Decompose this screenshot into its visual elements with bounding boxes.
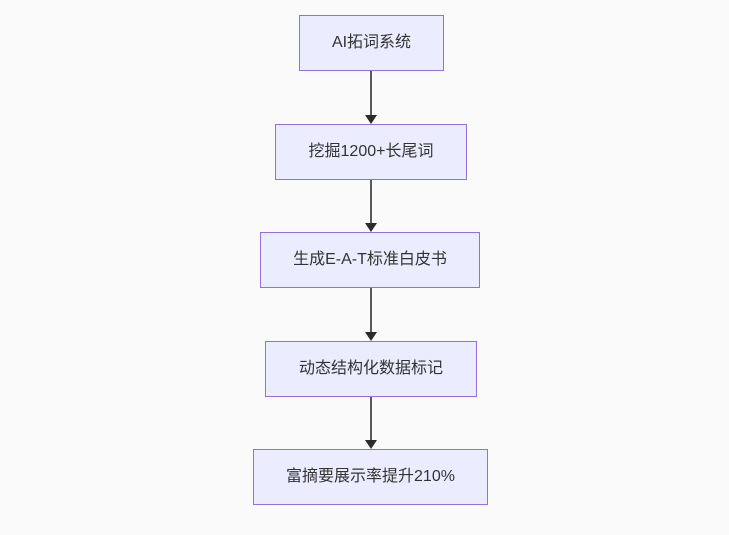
- node-label: AI拓词系统: [331, 34, 412, 51]
- flow-edge-4: [364, 397, 377, 449]
- node-longtail-keyword-mining: 挖掘1200+长尾词: [275, 124, 467, 180]
- node-ai-word-expansion-system: AI拓词系统: [299, 15, 444, 71]
- node-eat-whitepaper-generation: 生成E-A-T标准白皮书: [260, 232, 480, 288]
- edge-line: [369, 71, 372, 115]
- node-label: 富摘要展示率提升210%: [286, 468, 455, 485]
- node-rich-snippet-rate-result: 富摘要展示率提升210%: [253, 449, 488, 505]
- arrowhead-down-icon: [364, 115, 377, 124]
- flow-edge-2: [364, 180, 377, 232]
- edge-line: [369, 288, 372, 332]
- edge-line: [369, 180, 372, 223]
- edge-line: [369, 397, 372, 440]
- arrowhead-down-icon: [364, 332, 377, 341]
- node-dynamic-structured-data-markup: 动态结构化数据标记: [265, 341, 477, 397]
- flow-edge-3: [364, 288, 377, 341]
- node-label: 挖掘1200+长尾词: [308, 143, 434, 160]
- arrowhead-down-icon: [364, 440, 377, 449]
- node-label: 动态结构化数据标记: [298, 360, 443, 377]
- flow-edge-1: [364, 71, 377, 124]
- node-label: 生成E-A-T标准白皮书: [293, 251, 447, 268]
- arrowhead-down-icon: [364, 223, 377, 232]
